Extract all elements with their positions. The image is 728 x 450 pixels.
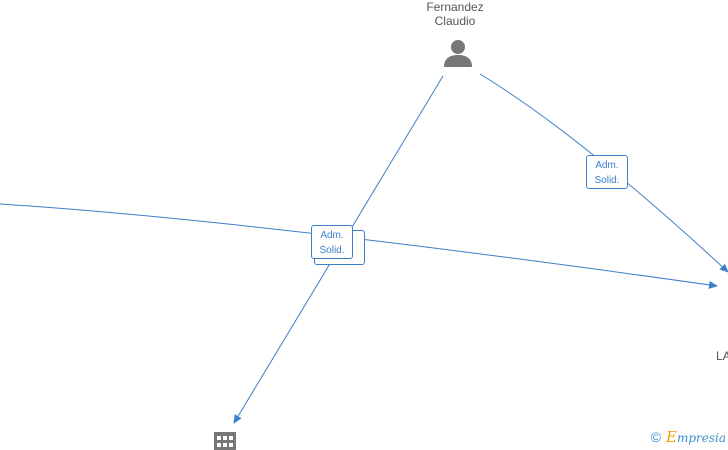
building-icon[interactable]	[214, 432, 236, 450]
edge-person-to-right-company	[479, 73, 728, 273]
person-icon[interactable]	[444, 40, 472, 67]
copyright-symbol: ©	[650, 429, 661, 445]
company-right-label[interactable]: LA	[716, 349, 728, 363]
edge-role-line1: Adm.	[320, 230, 344, 241]
brand-name: mpresia	[676, 431, 726, 445]
person-name-line1: Fernandez	[426, 0, 484, 14]
edge-label-center-front[interactable]: Adm. Solid.	[311, 225, 353, 259]
brand-logo: Empresia	[666, 428, 726, 446]
edge-role-line2: Solid.	[594, 175, 620, 186]
edge-role-line1: Adm.	[595, 160, 619, 171]
brand-initial: E	[665, 428, 677, 446]
edge-label-top-right[interactable]: Adm. Solid.	[586, 155, 628, 189]
edge-left-to-right-company	[0, 203, 718, 289]
empresia-watermark: © Empresia	[651, 428, 726, 446]
edge-role-line2: Solid.	[319, 245, 345, 256]
person-node-label[interactable]: Fernandez Claudio	[418, 0, 492, 28]
person-name-line2: Claudio	[434, 14, 476, 28]
